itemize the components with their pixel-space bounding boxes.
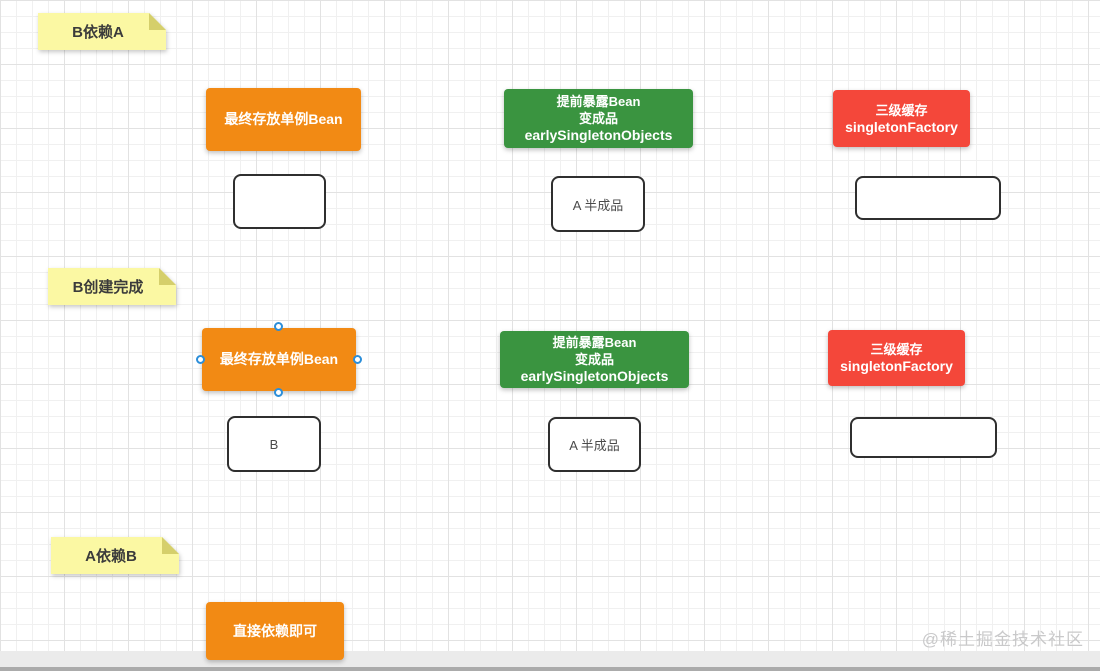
sticky-note-paper (48, 268, 176, 305)
early-singleton-slot-row2[interactable]: A 半成品 (548, 417, 641, 472)
selection-handle-top[interactable] (274, 322, 283, 331)
direct-dependency-label: 直接依赖即可 (233, 622, 317, 639)
selection-handle-left[interactable] (196, 354, 205, 364)
final-bean-slot-row1[interactable] (233, 174, 326, 229)
early-singleton-slot-row1[interactable]: A 半成品 (551, 176, 645, 232)
early-singleton-slot-text: A 半成品 (572, 197, 624, 213)
singleton-factory-line2: singletonFactory (840, 358, 953, 374)
singleton-factory-slot-row2[interactable] (850, 417, 997, 458)
early-singleton-line2: 变成品 (578, 111, 618, 126)
selection-handle-right[interactable] (353, 354, 362, 364)
bottom-scrollbar-track (0, 651, 1100, 671)
early-singleton-box-row1[interactable]: 提前暴露Bean 变成品 earlySingletonObjects (504, 89, 693, 148)
sticky-note-label: A依赖B (85, 548, 137, 565)
singleton-factory-line1: 三级缓存 (875, 102, 928, 118)
juejin-watermark: @稀土掘金技术社区 (921, 630, 1084, 649)
early-singleton-line3: earlySingletonObjects (520, 368, 669, 384)
early-singleton-slot-text: A 半成品 (569, 438, 620, 453)
selection-handle-bottom[interactable] (274, 388, 283, 397)
final-bean-slot-row2[interactable]: B (227, 416, 321, 472)
final-bean-label: 最终存放单例Bean (219, 351, 339, 367)
direct-dependency-box[interactable]: 直接依赖即可 (206, 602, 344, 660)
early-singleton-box-row2[interactable]: 提前暴露Bean 变成品 earlySingletonObjects (500, 331, 689, 388)
sticky-note-b-created[interactable]: B创建完成 (48, 268, 176, 305)
sticky-note-label: B依赖A (72, 24, 124, 41)
sticky-note-paper (51, 537, 179, 574)
final-bean-box-row1[interactable]: 最终存放单例Bean (206, 88, 361, 151)
sticky-note-paper (38, 13, 166, 50)
early-singleton-line3: earlySingletonObjects (524, 127, 673, 143)
early-singleton-line2: 变成品 (574, 352, 614, 367)
singleton-factory-slot-row1[interactable] (855, 176, 1001, 220)
singleton-factory-box-row2[interactable]: 三级缓存 singletonFactory (828, 330, 965, 386)
final-bean-label: 最终存放单例Bean (224, 111, 343, 127)
early-singleton-line1: 提前暴露Bean (556, 94, 641, 109)
singleton-factory-line2: singletonFactory (845, 118, 958, 135)
singleton-factory-box-row1[interactable]: 三级缓存 singletonFactory (833, 90, 970, 147)
singleton-factory-line1: 三级缓存 (870, 342, 923, 357)
final-bean-slot-text: B (269, 436, 279, 452)
sticky-note-b-depends-a[interactable]: B依赖A (38, 13, 166, 50)
final-bean-box-row2-selected[interactable]: 最终存放单例Bean (196, 322, 362, 397)
sticky-note-a-depends-b[interactable]: A依赖B (51, 537, 179, 574)
early-singleton-line1: 提前暴露Bean (552, 335, 637, 350)
sticky-note-label: B创建完成 (72, 279, 144, 296)
